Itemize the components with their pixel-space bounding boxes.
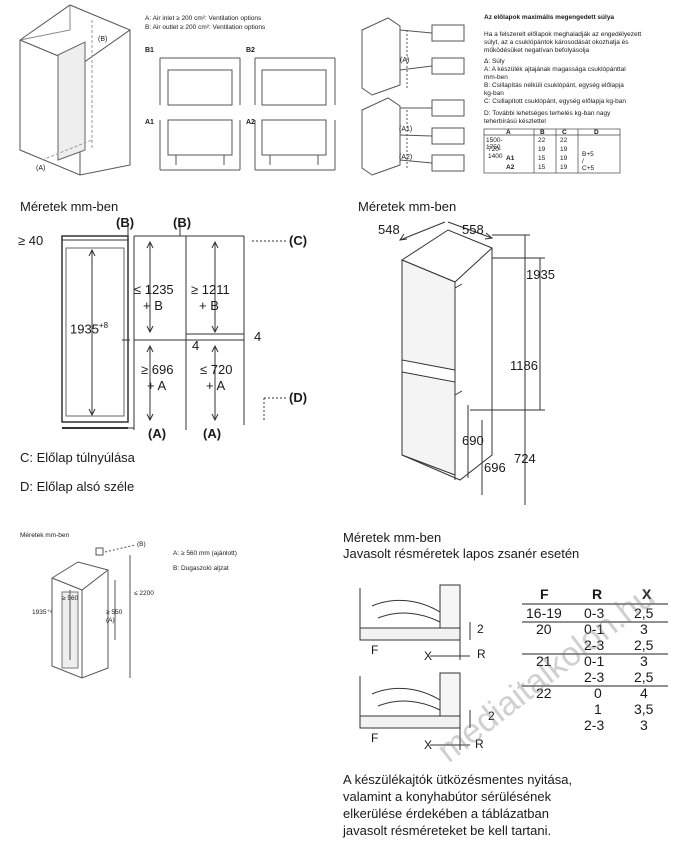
dim-plus-a-1: + A — [147, 378, 167, 393]
niche-drawing — [51, 544, 136, 679]
dim-plus-b-2: + B — [199, 298, 219, 313]
gap-table-lines — [522, 603, 668, 687]
weight-table-lines — [483, 128, 621, 174]
dim-le2200: ≤ 2200 — [134, 590, 154, 597]
dim-plus-b-1: + B — [143, 298, 163, 313]
legend-a-niche: A: ≥ 560 mm (ajánlott) — [173, 550, 237, 557]
label-x-1: X — [424, 649, 433, 663]
ventilation-cabinet-drawing — [19, 4, 131, 176]
label-a-left: (A) — [148, 426, 167, 441]
appliance-dimension-drawing — [398, 221, 545, 505]
label-d: (D) — [289, 390, 308, 405]
dim-696: 696 — [484, 460, 506, 475]
label-b-left: (B) — [116, 215, 135, 230]
weight-legend: Δ: Súly A: A készülék ajtajának magasság… — [484, 58, 626, 125]
weight-heading: Az előlapok maximális megengedett súlya — [484, 14, 615, 21]
label-x-2: X — [424, 738, 433, 752]
weight-intro: Ha a felszerelt előlapok meghaladják az … — [484, 31, 642, 54]
mid-right-title: Méretek mm-ben — [358, 199, 457, 214]
mid-left-title: Méretek mm-ben — [20, 199, 119, 214]
label-f-1: F — [371, 643, 379, 657]
label-b-socket: (B) — [137, 541, 146, 548]
label-r-1: R — [477, 647, 486, 661]
gap-table-row: 1 3,5 — [594, 701, 654, 717]
hinge-weight-drawings — [361, 17, 465, 176]
dim-four-1: 4 — [192, 338, 200, 353]
dim-plus-a-2: + A — [206, 378, 226, 393]
dim-1186: 1186 — [510, 358, 538, 373]
bottom-left-title: Méretek mm-ben — [20, 532, 70, 539]
dim-le1235: ≤ 1235 — [134, 282, 174, 297]
dim-690: 690 — [462, 433, 484, 448]
label-a-right: (A) — [203, 426, 222, 441]
weight-d-value: B+5 / C+5 — [582, 151, 595, 172]
dim-558: 558 — [462, 222, 484, 237]
label-a2: A2 — [246, 119, 255, 126]
label-2-2: 2 — [488, 709, 495, 723]
dim-548: 548 — [378, 222, 400, 237]
dim-four-2: 4 — [254, 329, 262, 344]
note-c: C: Előlap túlnyúlása — [20, 450, 135, 465]
bottom-right-title: Méretek mm-ben — [343, 530, 442, 545]
label-c: (C) — [289, 233, 308, 248]
label-r-2: R — [475, 737, 484, 751]
gap-table-row: 2-3 2,5 — [584, 669, 654, 685]
label-a1-door: (A1) — [399, 126, 413, 133]
label-a2-door: (A2) — [399, 154, 413, 161]
gap-table-row: 21 0-1 3 — [536, 653, 648, 669]
flat-hinge-drawings — [359, 584, 471, 750]
gap-table-row: 16-19 0-3 2,5 — [526, 605, 654, 621]
dim-1935-height: 1935 — [526, 267, 555, 282]
legend-b-socket: B: Dugaszoló aljzat — [173, 565, 229, 572]
installation-section-drawing — [61, 224, 286, 430]
gap-note: A készülékajtók ütközésmentes nyitása, v… — [343, 772, 573, 838]
dim-ge696: ≥ 696 — [141, 362, 174, 377]
gap-table-row: 2-3 2,5 — [584, 637, 654, 653]
gap-table-row: 2-3 3 — [584, 717, 648, 733]
dim-ge550: ≥ 550 — [106, 609, 123, 616]
gap-table-row: 20 0-1 3 — [536, 621, 648, 637]
label-b2: B2 — [246, 47, 255, 54]
label-a-inlet: (A) — [36, 165, 46, 172]
dim-724: 724 — [514, 451, 536, 466]
ventilation-sections — [159, 57, 336, 171]
dim-ge1211: ≥ 1211 — [191, 282, 230, 297]
dim-1935: 1935+8 — [70, 321, 109, 337]
label-2-1: 2 — [477, 622, 484, 636]
dim-ge560: ≥ 560 — [62, 595, 79, 602]
label-a1: A1 — [145, 119, 154, 126]
label-a-door: (A) — [400, 57, 410, 64]
label-f-2: F — [371, 731, 379, 745]
bottom-right-subtitle: Javasolt résméretek lapos zsanér esetén — [343, 546, 580, 561]
note-d: D: Előlap alsó széle — [20, 479, 135, 494]
legend-air-inlet: A: Air inlet ≥ 200 cm²: Ventilation opti… — [145, 15, 262, 22]
dim-ge40: ≥ 40 — [18, 233, 44, 248]
dim-1935-niche: 1935⁺⁸ — [32, 609, 53, 616]
label-b-right: (B) — [173, 215, 192, 230]
label-b-outlet: (B) — [98, 36, 108, 43]
dim-le720: ≤ 720 — [200, 362, 233, 377]
label-a-niche: (A) — [106, 617, 115, 624]
legend-air-outlet: B: Air outlet ≥ 200 cm²: Ventilation opt… — [145, 24, 266, 31]
label-b1: B1 — [145, 47, 154, 54]
gap-table-row: 22 0 4 — [536, 685, 648, 701]
gap-table: F R X 16-19 0-3 2,5 20 0-1 3 2-3 2,5 21 … — [522, 586, 672, 746]
